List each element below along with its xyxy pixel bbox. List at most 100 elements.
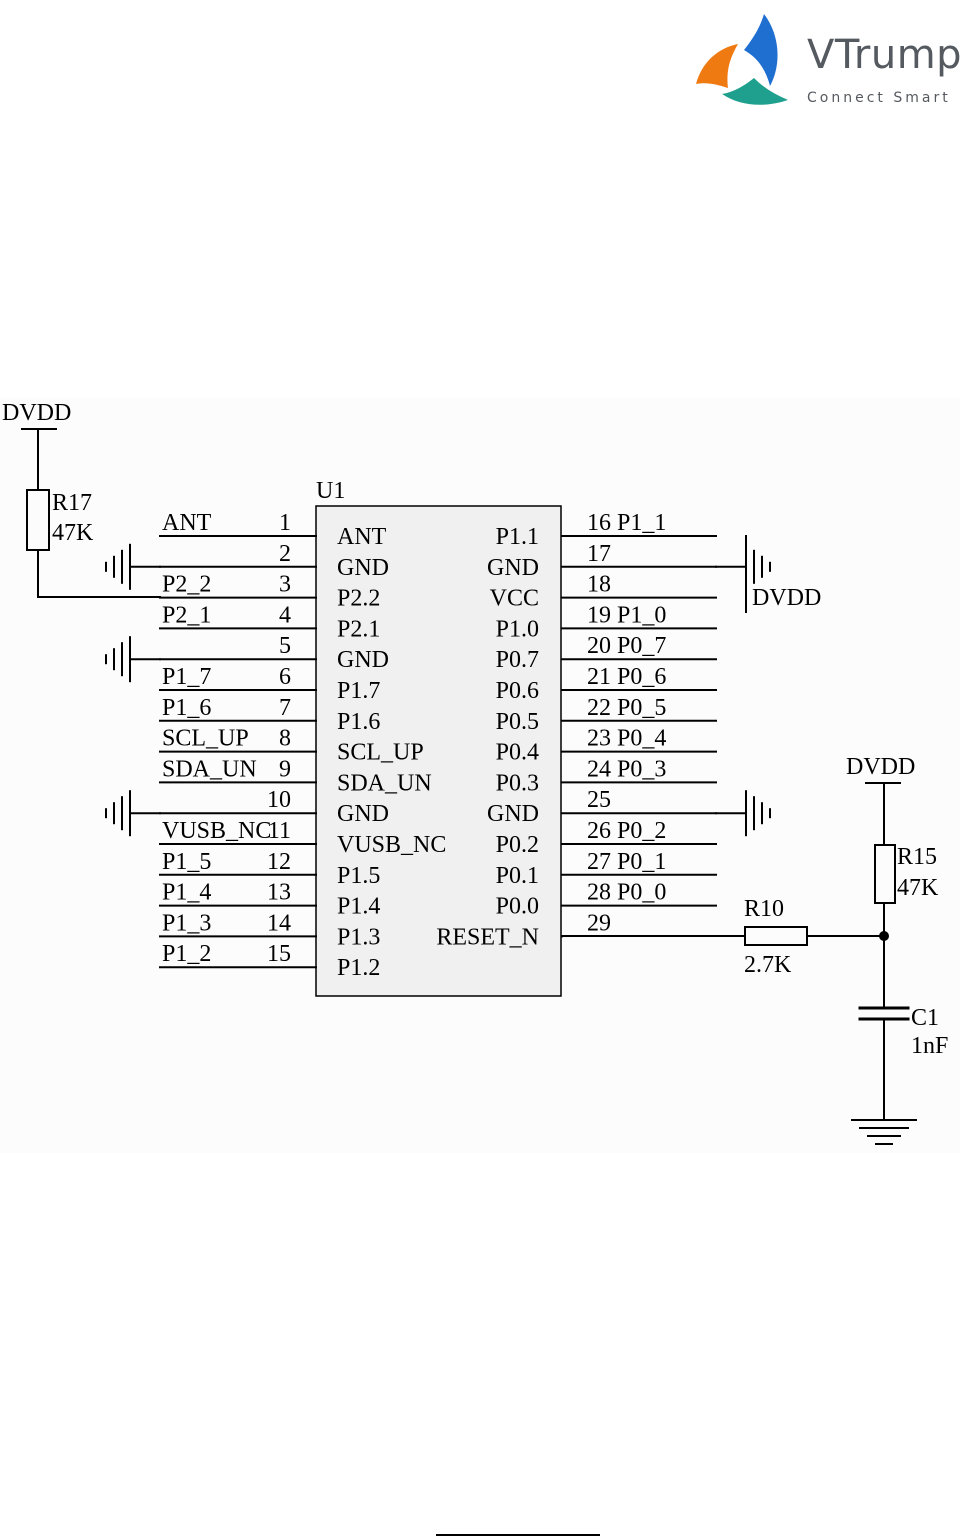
vtrump-logo: VTrump Connect Smart [692,10,962,110]
pin-number: 24 P0_3 [587,756,666,782]
pin-name: P1.7 [337,678,380,704]
pin-number: 20 P0_7 [587,633,666,659]
pin-name: VCC [490,586,539,612]
pin-number: 15 [267,941,291,967]
pin-name: P1.6 [337,709,380,735]
pin-number: 4 [279,602,291,628]
u1-body [315,505,562,997]
net-label: P1_4 [162,880,211,906]
pin-number: 11 [268,818,291,844]
dvdd-top-left-label: DVDD [2,400,71,426]
reset-junction [879,931,889,941]
pin-name: GND [487,555,539,581]
brand-tagline: Connect Smart [807,90,951,106]
pin-number: 1 [279,510,291,536]
pin-name: P0.6 [496,678,539,704]
pin-name: ANT [337,524,387,550]
r10-value: 2.7K [744,952,792,978]
net-label: ANT [162,510,212,536]
pin-number: 21 P0_6 [587,664,666,690]
r17-resistor: R17 47K [26,489,161,598]
net-label: P2_1 [162,602,211,628]
reset-network: DVDD R15 47K R10 2.7K C1 1nF [561,754,948,1145]
pin-name: P0.2 [496,832,539,858]
net-label: SDA_UN [162,756,257,782]
pin-name: P0.5 [496,709,539,735]
net-label: VUSB_NC [162,818,271,844]
net-label: P2_2 [162,572,211,598]
pin-number: 19 P1_0 [587,602,666,628]
pin-number: 18 [587,572,611,598]
pin-number: 3 [279,572,291,598]
pin-number: 6 [279,664,291,690]
pin-number: 9 [279,756,291,782]
pin-name: P1.1 [496,524,539,550]
pin-number: 8 [279,726,291,752]
pin-name: P0.1 [496,863,539,889]
pin-number: 7 [279,695,291,721]
net-label: P1_6 [162,695,211,721]
ground-symbol-c1 [851,1119,917,1145]
pin-number: 28 P0_0 [587,880,666,906]
pin-number: 10 [267,787,291,813]
pin-number: 12 [267,849,291,875]
net-label: P1_7 [162,664,211,690]
dvdd-reset-label: DVDD [846,754,915,780]
pin-name: P0.3 [496,770,539,796]
r15-value: 47K [897,875,939,901]
net-label: P1_3 [162,910,211,936]
u1-ref: U1 [316,478,345,504]
pin-name: P0.4 [496,740,539,766]
pin-number: 13 [267,880,291,906]
pin-name: SDA_UN [337,770,432,796]
ground-symbols [105,543,771,837]
footer-rule [436,1534,600,1536]
net-label: P1_2 [162,941,211,967]
pin-number: 29 [587,910,611,936]
pin-name: GND [337,801,389,827]
r10-ref: R10 [744,896,784,922]
brand-name: VTrump [807,32,963,78]
pin-name: GND [487,801,539,827]
c1-ref: C1 [911,1005,939,1031]
pin-name: SCL_UP [337,740,424,766]
pin-number: 26 P0_2 [587,818,666,844]
dvdd-right-rail: DVDD [745,535,821,613]
pin-name: P1.0 [496,616,539,642]
pin-name: P2.2 [337,586,380,612]
u1-left-pins: 1ANTANT2GND3P2.2P2_24P2.1P2_15GND6P1.7P1… [159,510,446,981]
dvdd-right-label: DVDD [752,585,821,611]
pin-number: 22 P0_5 [587,695,666,721]
dvdd-top-left: DVDD [2,400,71,491]
pin-number: 16 P1_1 [587,510,666,536]
net-label: SCL_UP [162,726,249,752]
pin-name: GND [337,647,389,673]
pin-number: 27 P0_1 [587,849,666,875]
pin-name: P1.3 [337,924,380,950]
r17-value: 47K [52,520,94,546]
r15-ref: R15 [897,844,937,870]
pin-name: P1.2 [337,955,380,981]
pin-number: 2 [279,541,291,567]
r10-resistor [744,926,808,946]
pin-name: P1.4 [337,894,380,920]
pin-number: 25 [587,787,611,813]
pin-name: RESET_N [436,924,539,950]
pin-name: VUSB_NC [337,832,446,858]
pin-name: GND [337,555,389,581]
c1-value: 1nF [911,1033,948,1059]
pin-name: P0.7 [496,647,539,673]
pin-number: 5 [279,633,291,659]
pin-number: 23 P0_4 [587,726,666,752]
r17-ref: R17 [52,490,92,516]
pin-name: P2.1 [337,616,380,642]
pin-number: 17 [587,541,611,567]
pin-name: P0.0 [496,894,539,920]
r15-resistor [874,844,896,904]
vtrump-logo-mark-icon [696,14,788,105]
net-label: P1_5 [162,849,211,875]
pin-name: P1.5 [337,863,380,889]
pin-number: 14 [267,910,291,936]
